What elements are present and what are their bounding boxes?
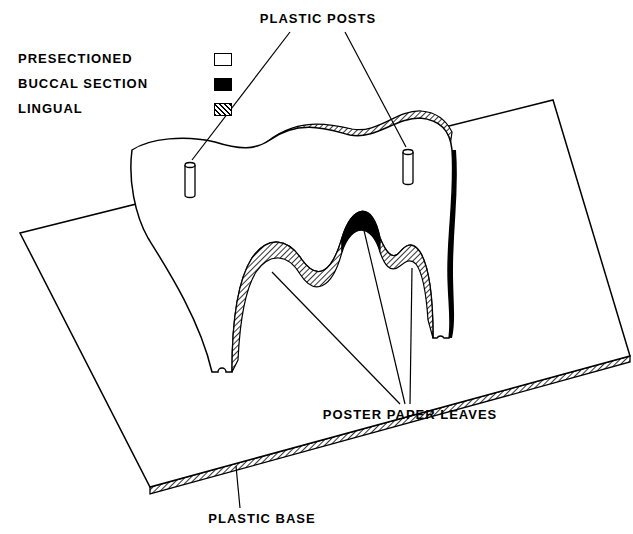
legend-text: PRESECTIONED [18,52,133,66]
leader-line [192,32,412,508]
side-shade [448,150,457,338]
plastic-post [185,163,195,198]
plastic-post [403,150,413,185]
legend-swatch [214,103,232,116]
legend-text: LINGUAL [18,102,83,116]
part-label: PLASTIC BASE [208,512,315,526]
legend-swatch [214,78,232,91]
part-label: POSTER PAPER LEAVES [323,408,498,422]
plastic-base [20,100,630,487]
legend-swatch [214,53,232,66]
lingual-leaf [380,238,433,338]
part-label: PLASTIC POSTS [260,12,376,26]
tooth-section [131,118,453,372]
legend-text: BUCCAL SECTION [18,77,148,91]
buccal-leaf [342,211,380,252]
lingual-leaf [232,238,342,372]
